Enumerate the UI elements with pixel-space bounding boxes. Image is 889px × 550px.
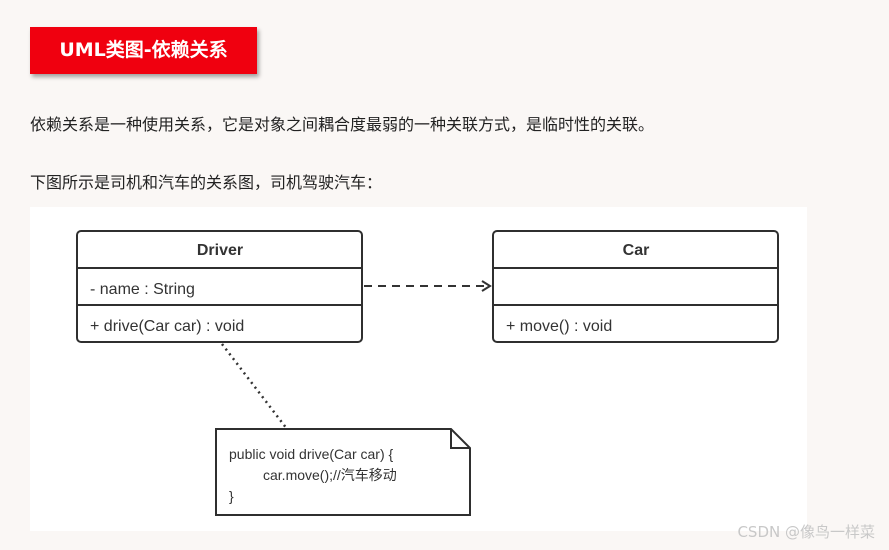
car-class-box [492, 230, 779, 343]
uml-diagram: Driver - name : String + drive(Car car) … [30, 207, 807, 531]
driver-class-box [76, 230, 363, 343]
uml-diagram-canvas: Driver - name : String + drive(Car car) … [76, 230, 779, 516]
section-heading: UML类图-依赖关系 [30, 27, 257, 74]
note-line-1: public void drive(Car car) { [229, 446, 393, 462]
note-line-2: car.move();//汽车移动 [263, 467, 397, 483]
car-class: Car + move() : void [492, 230, 779, 343]
note-fold [450, 429, 470, 449]
car-class-name: Car [623, 242, 650, 259]
driver-class: Driver - name : String + drive(Car car) … [76, 230, 363, 343]
driver-class-name: Driver [197, 242, 243, 259]
note-connector [221, 343, 288, 430]
note-line-3: } [229, 488, 234, 504]
intro-paragraph: 依赖关系是一种使用关系，它是对象之间耦合度最弱的一种关联方式，是临时性的关联。 [30, 115, 655, 134]
watermark: CSDN @像鸟一样菜 [737, 523, 875, 541]
diagram-caption: 下图所示是司机和汽车的关系图，司机驾驶汽车： [30, 173, 383, 192]
code-note: public void drive(Car car) { car.move();… [215, 428, 471, 516]
driver-method: + drive(Car car) : void [90, 318, 244, 335]
car-method: + move() : void [506, 318, 612, 335]
driver-attribute: - name : String [90, 281, 195, 298]
note-shape [215, 428, 471, 516]
